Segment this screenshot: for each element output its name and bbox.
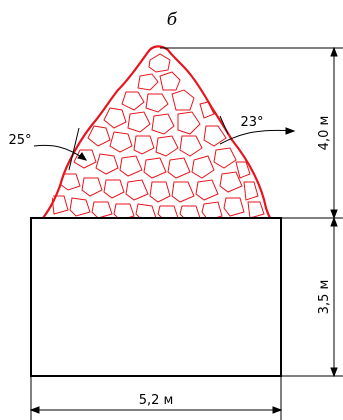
height-top-label: 4,0 м — [317, 116, 332, 151]
dimension-height-top — [160, 46, 343, 220]
angle-right-label: 23° — [240, 115, 263, 130]
pile-stones — [51, 53, 265, 218]
figure-label: б — [167, 10, 178, 30]
width-label: 5,2 м — [139, 393, 174, 408]
angle-right-marker — [219, 115, 296, 145]
pit-rectangle — [30, 217, 282, 377]
pile-outline — [42, 45, 271, 219]
dimension-height-bottom — [281, 216, 343, 378]
rock-pile — [42, 45, 271, 219]
height-bottom-label: 3,5 м — [317, 280, 332, 315]
dimension-width — [29, 376, 283, 420]
angle-left-marker — [33, 127, 88, 171]
angle-left-label: 25° — [8, 133, 31, 148]
